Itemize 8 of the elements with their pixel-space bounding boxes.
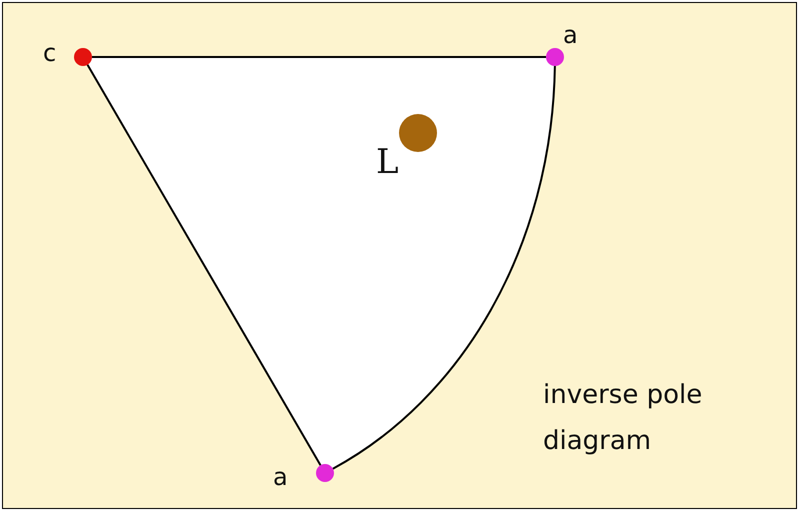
pole-label: a <box>273 465 288 489</box>
triangle-edge <box>92 56 546 58</box>
pole-label: L <box>376 145 399 179</box>
pole-label: c <box>43 41 56 65</box>
pole-label: a <box>563 23 578 47</box>
triangle-edge <box>86 64 322 466</box>
diagram-caption: inverse pole diagram <box>543 379 704 458</box>
triangle-edge <box>332 66 556 470</box>
